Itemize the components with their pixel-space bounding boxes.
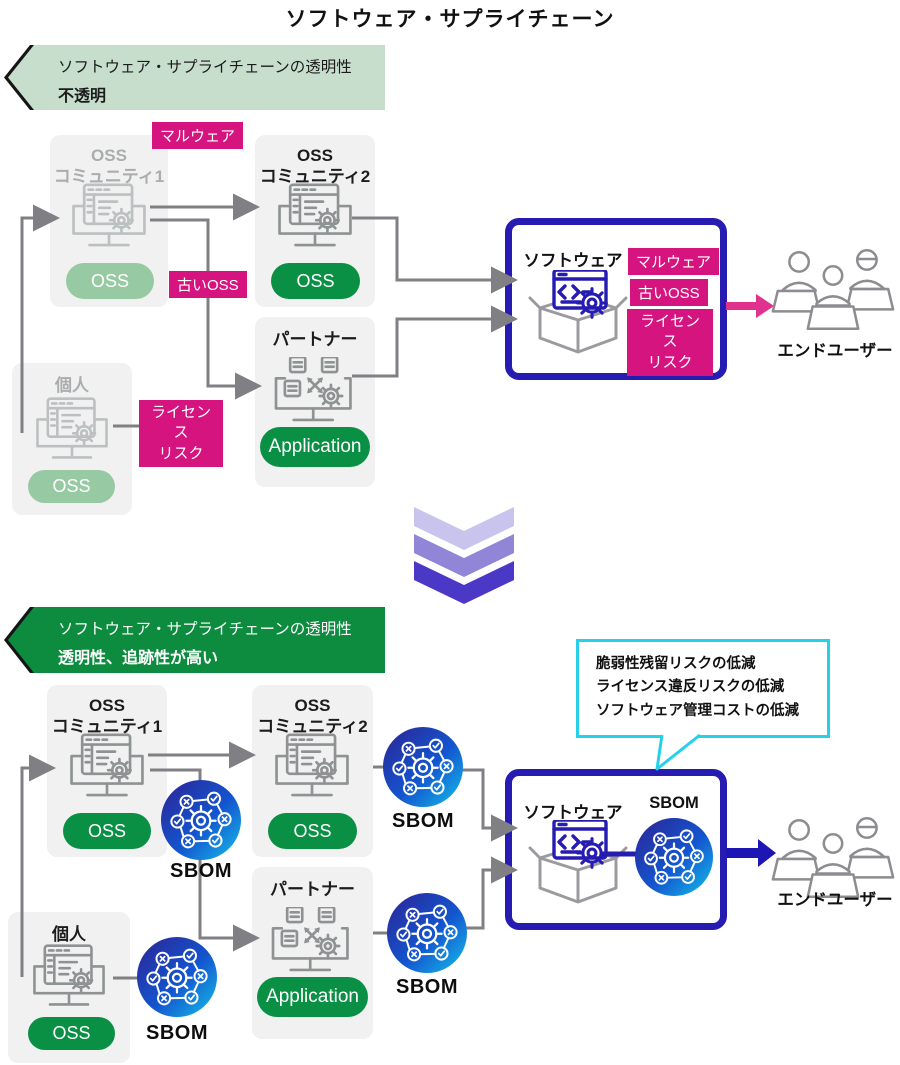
sbom-label-personal: SBOM [146,1022,208,1044]
sbom-network-icon [385,729,461,805]
bottom-banner-line1: ソフトウェア・サプライチェーンの透明性 [58,621,352,638]
dev-window-icon [61,733,153,811]
transition-chevrons-icon [414,507,514,604]
oss-pill: OSS [271,263,360,299]
dev-window-icon [269,183,361,261]
end-users-icon [770,246,896,336]
dev-window-icon [63,183,155,261]
software-box-title: ソフトウェア [523,252,623,270]
box-title: パートナー [272,330,358,349]
end-user-label-after: エンドユーザー [777,891,893,909]
sbom-label-partner: SBOM [396,976,458,998]
page-title: ソフトウェア・サプライチェーン [285,8,615,31]
box-oss-community2-before: OSS コミュニティ2 OSS [255,135,375,307]
partner-exchange-icon [269,357,361,435]
partner-exchange-icon [266,907,358,985]
sbom-badge-partner [387,893,467,973]
box-title: OSS コミュニティ2 [259,146,371,187]
box-personal-after: 個人 OSS [8,912,130,1063]
box-oss-community2-after: OSS コミュニティ2 OSS [252,685,373,857]
box-personal-before: 個人 OSS [12,363,132,515]
application-pill: Application [257,977,368,1017]
box-title: OSS コミュニティ1 [53,146,165,187]
sbom-network-icon [389,895,465,971]
callout-tail [655,734,701,771]
risk-tag-malware: マルウェア [152,122,244,149]
box-title: 個人 [55,376,89,395]
callout-line1: 脆弱性残留リスクの低減 [596,656,756,672]
top-banner: ソフトウェア・サプライチェーンの透明性 不透明 [8,45,385,110]
sbom-badge-oss2 [383,727,463,807]
callout-line2: ライセンス違反リスクの低減 [596,679,785,696]
software-box-title: ソフトウェア [523,804,623,822]
software-tag-license: ライセンス リスク [627,309,713,376]
end-user-label-before: エンドユーザー [777,342,893,360]
box-title: パートナー [270,880,355,899]
box-title: OSS コミュニティ2 [257,696,368,737]
dev-window-icon [23,944,115,1020]
box-partner-before: パートナー Application [255,317,375,487]
sbom-label-oss2: SBOM [392,810,454,832]
sbom-label-oss1: SBOM [170,860,232,882]
sbom-network-icon [139,939,215,1015]
oss-pill: OSS [28,1017,115,1050]
pink-arrow-icon [726,294,774,318]
software-tag-old-oss: 古いOSS [630,279,708,306]
sbom-network-icon [637,820,711,894]
sbom-label-software: SBOM [649,794,699,812]
box-partner-after: パートナー Application [252,867,373,1039]
software-package-icon [528,270,632,362]
benefits-callout: 脆弱性残留リスクの低減 ライセンス違反リスクの低減 ソフトウェア管理コストの低減 [576,639,830,738]
sbom-badge-personal [137,937,217,1017]
sbom-badge-oss1 [161,780,241,860]
sbom-network-icon [163,782,239,858]
risk-tag-old-oss: 古いOSS [169,271,247,298]
blue-arrow-icon [726,839,776,867]
dev-window-icon [26,397,118,473]
box-title: 個人 [52,925,86,944]
bottom-banner: ソフトウェア・サプライチェーンの透明性 透明性、追跡性が高い [8,607,385,673]
software-package-icon [528,820,632,912]
oss-pill: OSS [66,263,154,299]
bottom-banner-line2: 透明性、追跡性が高い [58,650,219,667]
top-banner-line2: 不透明 [58,88,107,105]
software-tag-malware: マルウェア [628,248,720,275]
box-oss-community1-before: OSS コミュニティ1 OSS [50,135,168,307]
sbom-badge-software [635,818,713,896]
dev-window-icon [266,733,358,811]
callout-line3: ソフトウェア管理コストの低減 [596,702,799,719]
oss-pill: OSS [268,813,357,849]
top-banner-line1: ソフトウェア・サプライチェーンの透明性 [58,59,352,76]
risk-tag-license: ライセンス リスク [139,400,223,467]
oss-pill: OSS [63,813,151,849]
oss-pill: OSS [28,470,115,503]
box-title: OSS コミュニティ1 [51,696,163,737]
box-oss-community1-after: OSS コミュニティ1 OSS [47,685,167,857]
application-pill: Application [260,427,370,467]
